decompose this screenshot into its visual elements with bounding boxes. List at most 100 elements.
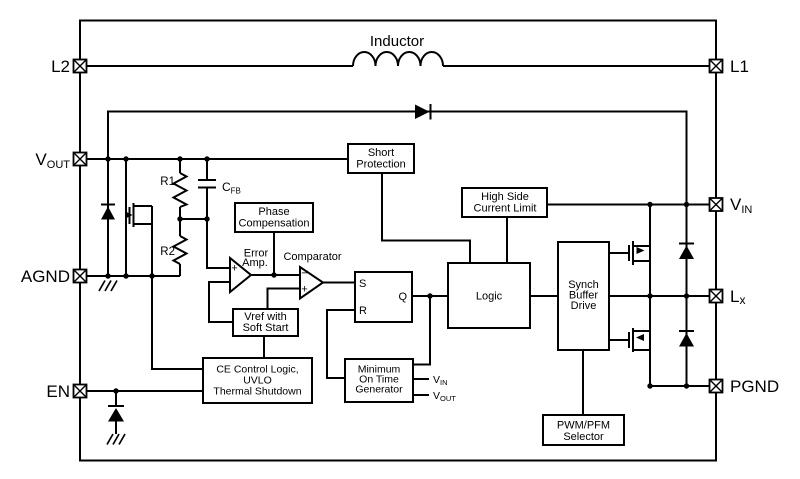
high-side-current-limit-label: High Side <box>481 191 529 203</box>
block-logic <box>447 262 531 329</box>
en-ground-symbol <box>106 433 126 445</box>
error-amp-triangle <box>229 255 253 295</box>
phase-compensation-label: Compensation <box>239 218 310 230</box>
discharge-mosfet <box>125 203 152 227</box>
logic-label: Logic <box>476 291 503 303</box>
synch-buffer-drive-label: Synch <box>568 279 599 291</box>
comparator-label: Comparator <box>283 251 341 263</box>
pin-en <box>72 383 88 399</box>
ground-hatch <box>98 280 118 292</box>
vout-main: V <box>35 150 47 169</box>
low-side-mosfet <box>628 328 650 352</box>
block-phase-compensation <box>234 202 314 233</box>
pin-x-icon <box>709 379 723 393</box>
vin-signal-main: V <box>433 374 440 386</box>
wire-vref-to-comparator <box>266 287 300 309</box>
ground-hatch <box>106 433 126 445</box>
pin-lx <box>708 288 724 304</box>
block-pwm-pfm-selector <box>542 414 625 446</box>
vout-clamp-diode <box>101 203 115 220</box>
pin-vout <box>72 151 88 167</box>
low-side-body-diode <box>679 330 694 347</box>
short-protection-label: Short <box>368 147 394 159</box>
junction-dot <box>427 293 433 299</box>
vref-soft-start-label: Soft Start <box>243 322 289 334</box>
pin-label-vout: VOUT <box>35 150 70 171</box>
phase-compensation-label: Phase <box>258 206 289 218</box>
cfb-label: CFB <box>222 180 241 196</box>
junction-dots <box>105 156 690 394</box>
high-side-body-diode <box>679 242 694 259</box>
pin-x-icon <box>73 384 87 398</box>
junction-dot <box>647 201 653 208</box>
pwm-pfm-selector-label: Selector <box>563 431 604 443</box>
pin-label-l2: L2 <box>51 57 70 76</box>
pin-label-lx: Lx <box>730 287 745 307</box>
vout-signal-main: V <box>433 390 440 402</box>
minimum-on-time-label: Generator <box>355 384 403 396</box>
cfb-main: C <box>222 180 231 194</box>
pin-l2 <box>72 58 88 74</box>
pwm-pfm-selector-label: PWM/PFM <box>557 420 610 432</box>
block-vref-soft-start <box>232 308 299 337</box>
junction-dot <box>271 272 277 278</box>
short-protection-label: Protection <box>356 159 406 171</box>
error-amp-label: Amp. <box>242 257 268 269</box>
block-ce-control-logic <box>202 357 313 404</box>
vout-to-vin-diode <box>415 104 432 120</box>
junction-dot <box>647 293 653 299</box>
diode-triangle <box>415 104 430 119</box>
ce-control-label: CE Control Logic, <box>216 364 298 376</box>
vin-main: V <box>730 195 742 214</box>
pin-vin <box>708 197 724 212</box>
diode-triangle <box>679 245 694 259</box>
function-blocks: Short Protection Phase Compensation High… <box>202 143 625 446</box>
sr-latch-r-label: R <box>359 305 367 317</box>
vin-signal-sub: IN <box>440 378 448 387</box>
pin-x-icon <box>73 152 87 166</box>
junction-dot <box>105 273 111 279</box>
pin-symbols <box>72 58 724 399</box>
pin-x-icon <box>709 197 723 212</box>
vout-signal-label: VOUT <box>433 390 456 403</box>
wire-vout-diode-to-vin <box>107 110 688 205</box>
r2-resistor <box>171 235 189 265</box>
wire-vref-to-erramp <box>208 281 233 323</box>
synch-buffer-drive-label: Buffer <box>569 290 598 302</box>
junction-dot <box>204 156 210 162</box>
pin-x-icon <box>73 269 87 283</box>
minimum-on-time-label: Minimum <box>358 364 401 376</box>
pin-l1 <box>708 58 724 74</box>
pin-label-pgnd: PGND <box>730 377 779 396</box>
fet-arrow <box>636 334 644 341</box>
lx-sub: x <box>739 293 745 307</box>
pin-x-icon <box>709 289 723 303</box>
error-amplifier: + Error Amp. <box>229 248 269 295</box>
vout-signal-sub: OUT <box>440 394 456 403</box>
vin-signal-label: VIN <box>433 374 448 387</box>
high-side-current-limit-label: Current Limit <box>474 203 537 215</box>
ce-control-label: UVLO <box>243 375 272 387</box>
inductor-label: Inductor <box>370 33 424 50</box>
block-high-side-current-limit <box>461 187 548 218</box>
junction-dot <box>149 273 155 279</box>
junction-dot <box>105 156 111 162</box>
fet-arrow <box>636 247 645 254</box>
junction-dot <box>683 293 690 299</box>
junction-dot <box>113 388 119 394</box>
wire-mintime-to-r <box>326 309 355 379</box>
r2-label: R2 <box>160 246 175 258</box>
synch-buffer-drive-label: Drive <box>571 300 597 312</box>
lx-main: L <box>730 287 739 306</box>
wires <box>86 51 710 415</box>
junction-dot <box>123 156 129 162</box>
junction-dot <box>123 273 129 279</box>
pwm-comparator: − + Comparator <box>283 251 342 301</box>
vref-soft-start-label: Vref with <box>244 311 286 323</box>
block-short-protection <box>347 143 415 174</box>
block-synch-buffer-drive <box>557 241 610 351</box>
pin-label-en: EN <box>46 382 70 401</box>
r1-label: R1 <box>160 176 175 188</box>
pin-label-agnd: AGND <box>21 267 70 286</box>
cfb-sub: FB <box>231 187 241 196</box>
